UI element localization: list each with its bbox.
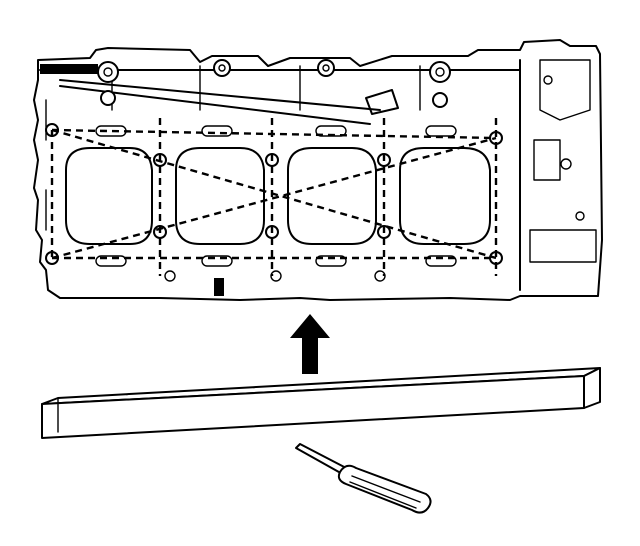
combustion-chambers [65,147,491,245]
diagonal-2 [51,136,497,260]
head-end-details [519,59,597,291]
measurement-pattern [50,118,498,276]
diagonal-1 [51,128,497,260]
straightedge [41,367,601,439]
mounting-boss-2 [213,59,231,77]
direction-arrow [290,314,330,374]
combustion-chamber-3 [287,147,377,245]
combustion-chamber-4 [399,147,491,245]
mounting-boss-3 [317,59,335,77]
longitudinal-top [51,128,497,140]
mounting-boss-4 [429,61,451,108]
feeler-gauge [295,443,432,514]
cylinder-head [33,39,603,301]
mounting-boss-1 [97,61,119,106]
combustion-chamber-2 [175,147,265,245]
locating-dowel [214,278,224,296]
combustion-chamber-1 [65,147,153,245]
head-gasket-edge [40,64,98,74]
